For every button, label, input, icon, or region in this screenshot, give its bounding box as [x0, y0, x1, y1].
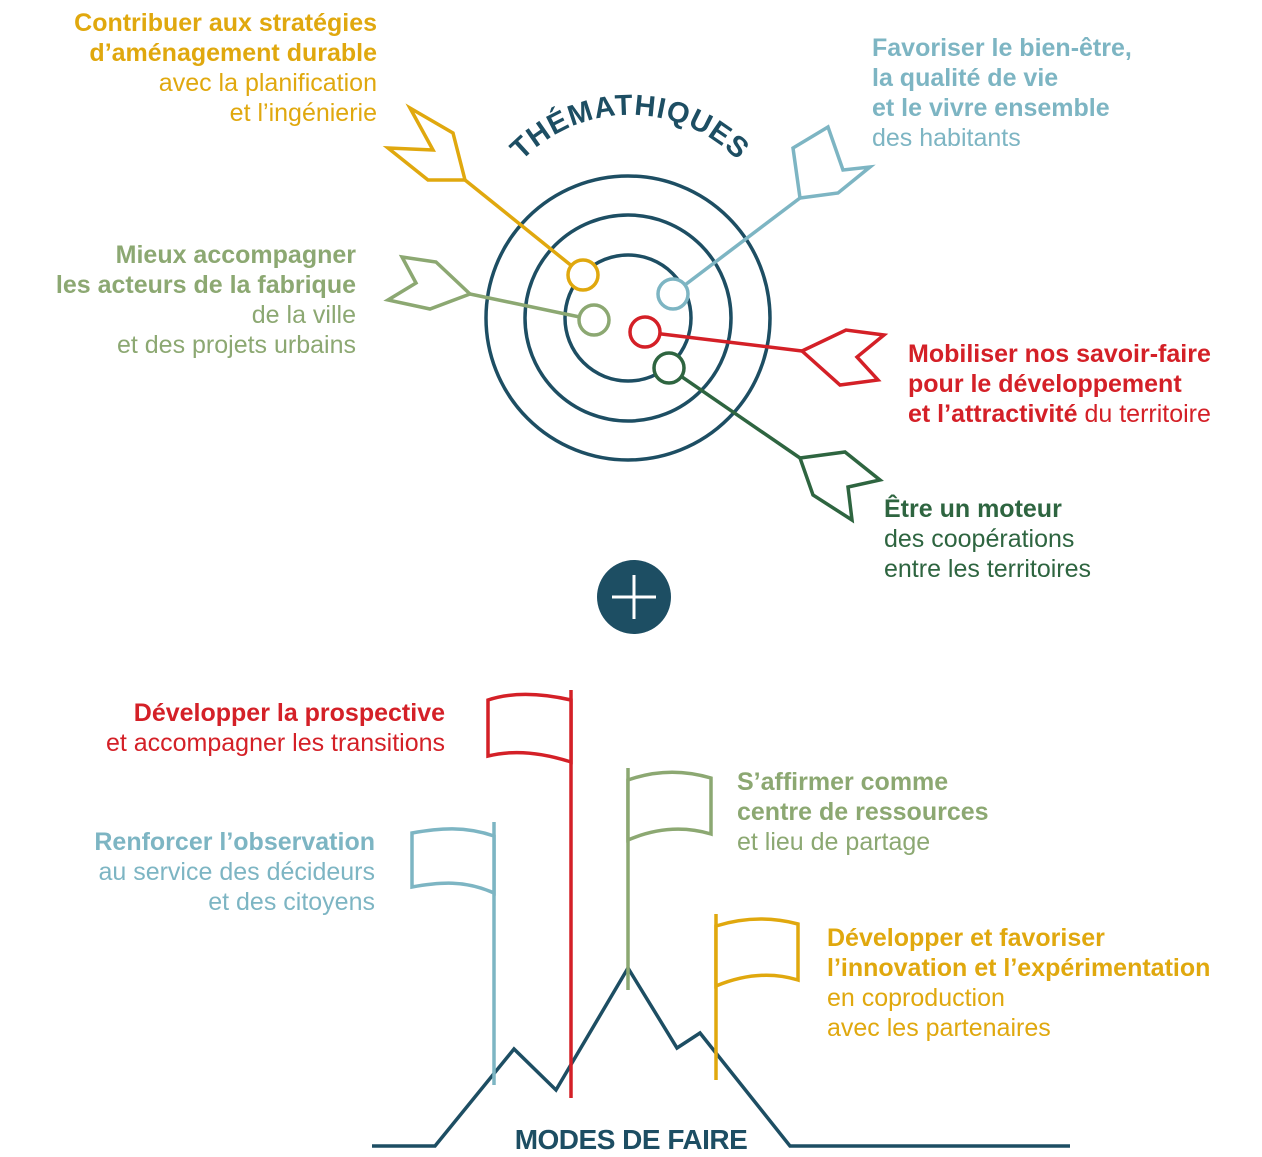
arrow-gold — [382, 103, 600, 292]
innovation-line-1: Développer et favoriser — [827, 924, 1105, 952]
strategies-line-1: Contribuer aux stratégies — [74, 9, 377, 37]
target-middle-ring — [523, 213, 733, 423]
strategies-line-4: et l’ingénierie — [229, 99, 377, 127]
acteurs-line-2: les acteurs de la fabrique — [55, 271, 356, 299]
innovation-line-4: avec les partenaires — [827, 1014, 1051, 1042]
arrow-dark-green — [652, 351, 884, 524]
innovation-line-3: en coproduction — [827, 984, 1005, 1012]
label-bien-etre: Favoriser le bien-être, la qualité de vi… — [872, 33, 1132, 153]
arrow-red — [628, 315, 889, 387]
observation-line-2: au service des décideurs — [98, 858, 375, 886]
label-innovation: Développer et favoriser l’innovation et … — [827, 923, 1210, 1043]
label-acteurs: Mieux accompagner les acteurs de la fabr… — [56, 240, 356, 360]
moteur-line-1: Être un moteur — [884, 495, 1062, 523]
thematiques-arc-title: THÉMATHIQUES — [505, 90, 756, 166]
strategies-line-3: avec la planification — [158, 69, 377, 97]
innovation-line-2: l’innovation et l’expérimentation — [827, 954, 1211, 982]
label-moteur: Être un moteur des coopérations entre le… — [884, 494, 1091, 584]
label-strategies: Contribuer aux stratégies d’aménagement … — [74, 8, 377, 128]
label-savoir-faire: Mobiliser nos savoir-faire pour le dével… — [908, 339, 1211, 429]
savoir-faire-line-3: et l’attractivité du territoire — [908, 399, 1211, 429]
strategies-line-2: d’aménagement durable — [89, 39, 377, 67]
observation-line-3: et des citoyens — [208, 888, 375, 916]
bien-etre-line-1: Favoriser le bien-être, — [872, 34, 1132, 62]
bien-etre-line-3: et le vivre ensemble — [872, 94, 1110, 122]
prospective-line-2: et accompagner les transitions — [105, 729, 445, 757]
moteur-line-2: des coopérations — [884, 525, 1075, 553]
label-observation: Renforcer l’observation au service des d… — [94, 827, 375, 917]
savoir-faire-line-1: Mobiliser nos savoir-faire — [908, 340, 1211, 368]
savoir-faire-line-3-bold: et l’attractivité — [908, 400, 1078, 428]
ressources-line-2: centre de ressources — [737, 798, 989, 826]
label-prospective: Développer la prospective et accompagner… — [106, 698, 445, 758]
ressources-line-3: et lieu de partage — [737, 828, 931, 856]
observation-line-1: Renforcer l’observation — [94, 828, 375, 856]
acteurs-line-3: de la ville — [251, 301, 356, 329]
acteurs-line-4: et des projets urbains — [116, 331, 356, 359]
bien-etre-line-2: la qualité de vie — [872, 64, 1059, 92]
modes-de-faire-title: MODES DE FAIRE — [514, 1124, 748, 1155]
flag-light-blue — [410, 822, 496, 1085]
ressources-line-1: S’affirmer comme — [737, 768, 949, 796]
flag-red — [486, 690, 573, 1098]
arrow-sage — [383, 254, 611, 337]
target-inner-ring — [563, 253, 693, 383]
target-outer-ring — [484, 174, 772, 462]
bien-etre-line-4: des habitants — [872, 124, 1021, 152]
moteur-line-3: entre les territoires — [884, 555, 1092, 583]
savoir-faire-line-3-normal: du territoire — [1077, 400, 1211, 428]
flag-gold — [714, 914, 800, 1080]
label-ressources: S’affirmer comme centre de ressources et… — [737, 767, 989, 857]
arrow-light-blue — [656, 124, 876, 311]
flag-sage — [626, 768, 713, 990]
savoir-faire-line-2: pour le développement — [908, 370, 1182, 398]
prospective-line-1: Développer la prospective — [133, 699, 445, 727]
plus-badge — [597, 560, 671, 634]
acteurs-line-1: Mieux accompagner — [115, 241, 356, 269]
